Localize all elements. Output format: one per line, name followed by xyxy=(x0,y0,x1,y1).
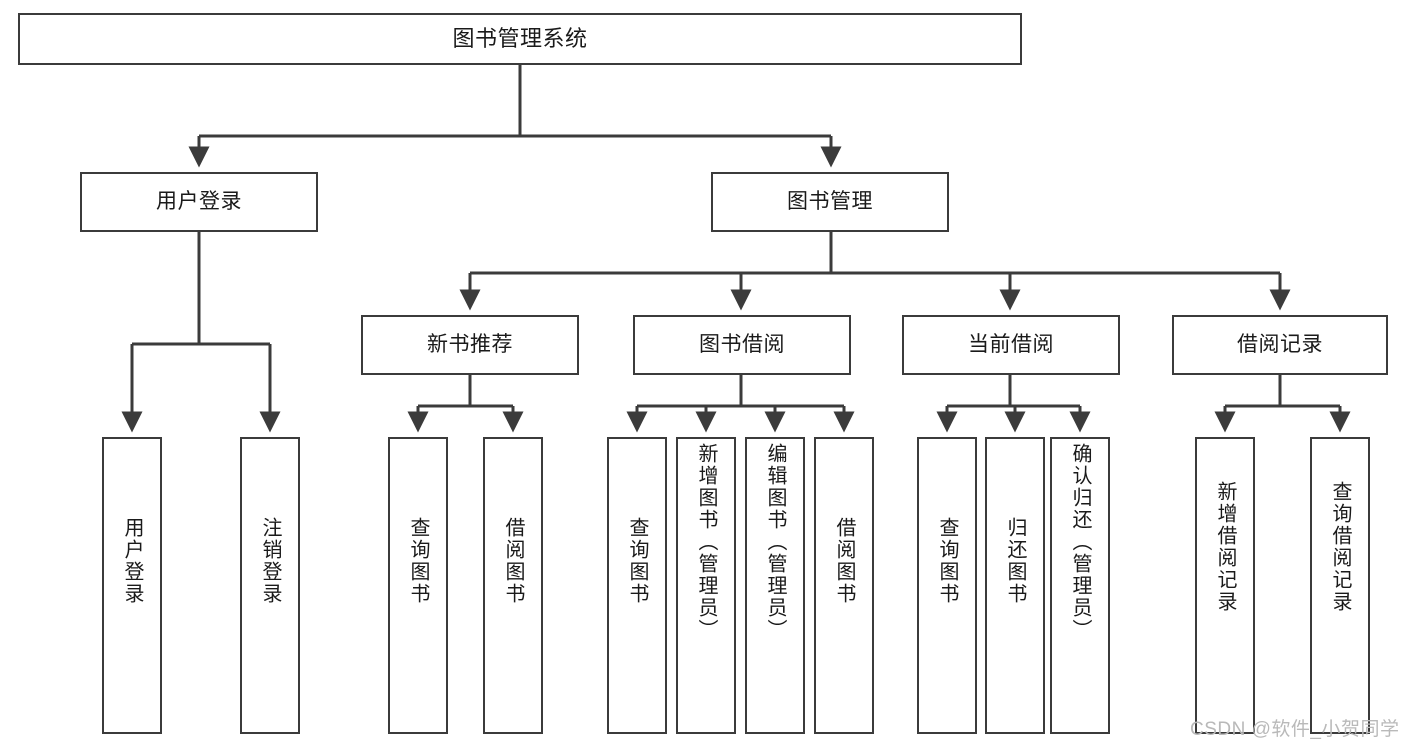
leaf-add-book-admin[interactable]: 新增图书（管理员） xyxy=(676,437,736,734)
leaf-borrow-books-recommend[interactable]: 借阅图书 xyxy=(483,437,543,734)
leaf-query-borrow-record[interactable]: 查询借阅记录 xyxy=(1310,437,1370,734)
leaf-add-borrow-record-label: 新增借阅记录 xyxy=(1214,481,1236,613)
leaf-query-books-recommend[interactable]: 查询图书 xyxy=(388,437,448,734)
leaf-query-borrow-record-label: 查询借阅记录 xyxy=(1329,481,1351,613)
leaf-borrow-books-borrow[interactable]: 借阅图书 xyxy=(814,437,874,734)
node-book-management[interactable]: 图书管理 xyxy=(711,172,949,232)
node-new-book-recommend-label: 新书推荐 xyxy=(427,332,513,356)
leaf-query-books-borrow-label: 查询图书 xyxy=(626,517,648,605)
leaf-query-books-recommend-label: 查询图书 xyxy=(407,517,429,605)
node-user-login[interactable]: 用户登录 xyxy=(80,172,318,232)
leaf-logout-label: 注销登录 xyxy=(259,517,281,605)
leaf-user-login-label: 用户登录 xyxy=(121,517,143,605)
node-book-management-label: 图书管理 xyxy=(787,189,873,213)
leaf-borrow-books-recommend-label: 借阅图书 xyxy=(502,517,524,605)
node-current-borrow-label: 当前借阅 xyxy=(968,332,1054,356)
leaf-add-borrow-record[interactable]: 新增借阅记录 xyxy=(1195,437,1255,734)
leaf-confirm-return-admin[interactable]: 确认归还（管理员） xyxy=(1050,437,1110,734)
node-root[interactable]: 图书管理系统 xyxy=(18,13,1022,65)
leaf-logout[interactable]: 注销登录 xyxy=(240,437,300,734)
leaf-edit-book-admin[interactable]: 编辑图书（管理员） xyxy=(745,437,805,734)
node-book-borrow-label: 图书借阅 xyxy=(699,332,785,356)
node-current-borrow[interactable]: 当前借阅 xyxy=(902,315,1120,375)
node-root-label: 图书管理系统 xyxy=(452,26,588,52)
leaf-query-books-current[interactable]: 查询图书 xyxy=(917,437,977,734)
leaf-return-books[interactable]: 归还图书 xyxy=(985,437,1045,734)
leaf-confirm-return-admin-label: 确认归还（管理员） xyxy=(1069,443,1091,641)
leaf-query-books-current-label: 查询图书 xyxy=(936,517,958,605)
node-user-login-label: 用户登录 xyxy=(156,189,242,213)
leaf-borrow-books-borrow-label: 借阅图书 xyxy=(833,517,855,605)
leaf-query-books-borrow[interactable]: 查询图书 xyxy=(607,437,667,734)
node-new-book-recommend[interactable]: 新书推荐 xyxy=(361,315,579,375)
node-borrow-records-label: 借阅记录 xyxy=(1237,332,1323,356)
node-borrow-records[interactable]: 借阅记录 xyxy=(1172,315,1388,375)
leaf-edit-book-admin-label: 编辑图书（管理员） xyxy=(764,443,786,641)
node-book-borrow[interactable]: 图书借阅 xyxy=(633,315,851,375)
leaf-add-book-admin-label: 新增图书（管理员） xyxy=(695,443,717,641)
leaf-user-login[interactable]: 用户登录 xyxy=(102,437,162,734)
leaf-return-books-label: 归还图书 xyxy=(1004,517,1026,605)
